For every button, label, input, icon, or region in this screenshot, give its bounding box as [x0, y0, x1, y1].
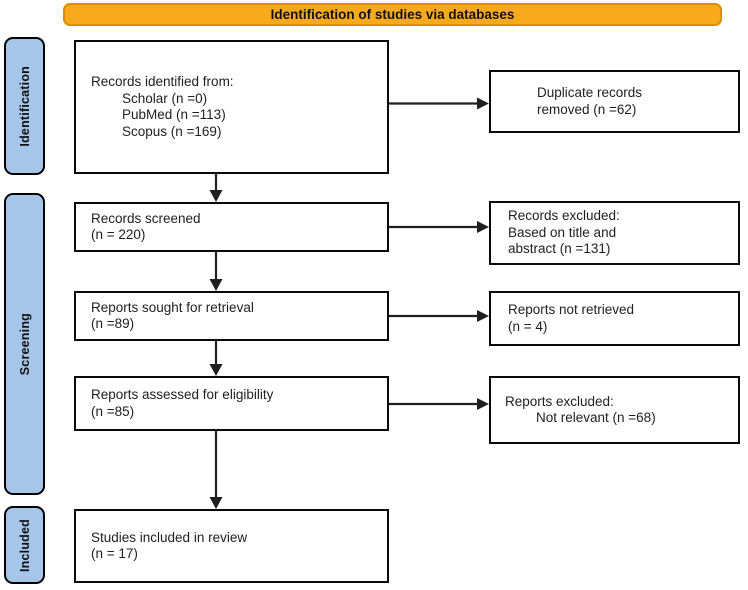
phase-label-included: Included — [4, 506, 45, 584]
studies-included-count: (n = 17) — [91, 546, 138, 561]
arrow-screened-to-excluded — [389, 221, 489, 233]
reports-sought-count: (n =89) — [91, 316, 135, 331]
box-records-screened: Records screened (n = 220) — [74, 202, 389, 252]
records-identified-scholar: Scholar (n =0) — [122, 90, 208, 106]
duplicates-line2: removed (n =62) — [537, 101, 637, 117]
banner-label: Identification of studies via databases — [270, 7, 515, 22]
phase-label-screening-text: Screening — [17, 312, 32, 376]
box-reports-not-retrieved: Reports not retrieved (n = 4) — [489, 291, 740, 346]
records-screened-count: (n = 220) — [91, 227, 146, 242]
duplicates-line1: Duplicate records — [537, 85, 643, 100]
phase-label-included-text: Included — [17, 518, 32, 572]
not-retrieved-line1: Reports not retrieved — [508, 302, 635, 317]
reports-sought-line1: Reports sought for retrieval — [91, 299, 254, 315]
reports-excluded-line1: Reports excluded: — [505, 393, 614, 409]
records-identified-pubmed: PubMed (n =113) — [122, 107, 226, 122]
box-studies-included: Studies included in review (n = 17) — [74, 509, 389, 583]
not-retrieved-count: (n = 4) — [508, 318, 548, 334]
arrow-assessed-to-excluded — [389, 398, 489, 410]
arrow-sought-to-assessed — [209, 341, 223, 376]
records-excluded-line1: Records excluded: — [508, 208, 620, 224]
arrow-screened-to-sought — [209, 252, 223, 291]
arrow-identified-to-duplicates — [389, 97, 489, 110]
phase-label-identification-text: Identification — [17, 65, 32, 147]
reports-excluded-line2: Not relevant (n =68) — [536, 410, 656, 425]
records-screened-line1: Records screened — [91, 210, 201, 226]
arrow-sought-to-not-retrieved — [389, 310, 489, 322]
box-records-excluded: Records excluded: Based on title and abs… — [489, 201, 740, 265]
records-identified-scopus: Scopus (n =169) — [122, 123, 222, 139]
records-excluded-line3: abstract (n =131) — [508, 241, 611, 257]
arrow-assessed-to-included — [209, 431, 223, 509]
box-duplicate-records-removed: Duplicate records removed (n =62) — [489, 70, 740, 133]
box-reports-assessed: Reports assessed for eligibility (n =85) — [74, 376, 389, 431]
box-reports-excluded: Reports excluded: Not relevant (n =68) — [489, 376, 740, 444]
records-identified-title: Records identified from: — [91, 74, 234, 89]
phase-label-screening: Screening — [4, 193, 45, 495]
reports-assessed-count: (n =85) — [91, 403, 135, 419]
reports-assessed-line1: Reports assessed for eligibility — [91, 387, 274, 402]
arrow-identified-to-screened — [209, 174, 223, 202]
records-excluded-line2: Based on title and — [508, 224, 617, 240]
phase-label-identification: Identification — [4, 37, 45, 175]
box-records-identified: Records identified from: Scholar (n =0) … — [74, 40, 389, 174]
banner-identification-via-databases: Identification of studies via databases — [63, 3, 722, 26]
box-reports-sought: Reports sought for retrieval (n =89) — [74, 291, 389, 341]
studies-included-line1: Studies included in review — [91, 529, 248, 545]
